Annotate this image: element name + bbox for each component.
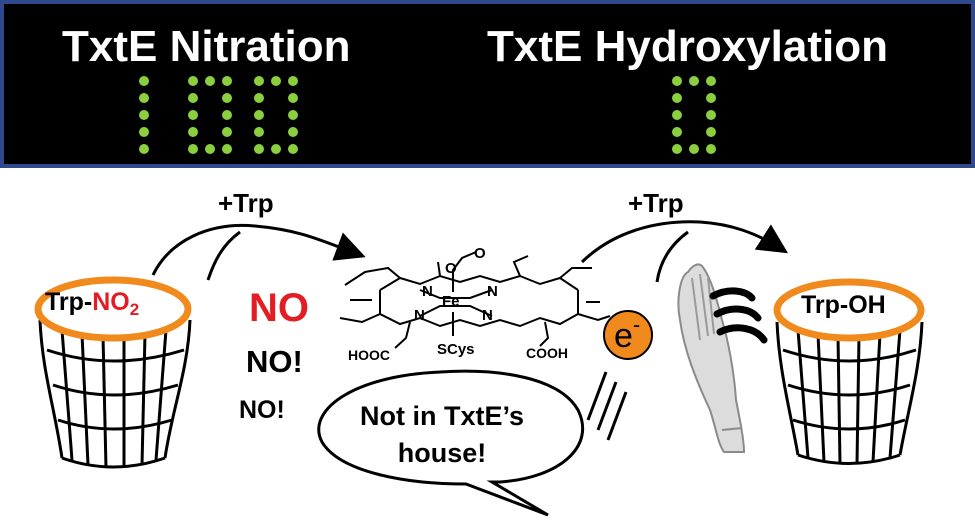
right-arrow: [580, 220, 789, 264]
no2-subscript: 2: [129, 300, 140, 319]
no2-group: NO2: [92, 288, 140, 319]
led-dot: [288, 76, 298, 86]
led-dot: [188, 144, 198, 154]
led-dot: [139, 110, 149, 120]
led-dot: [254, 76, 264, 86]
led-dot: [706, 76, 716, 86]
heme-hooc: HOOC: [348, 347, 390, 363]
rejection-2: NO!: [246, 344, 303, 379]
led-dot: [254, 93, 264, 103]
heme-n2: N: [487, 283, 498, 300]
left-arrow-label: +Trp: [218, 188, 274, 218]
led-dot: [689, 144, 699, 154]
left-basket-rim: [34, 276, 192, 342]
swat-lines: [709, 287, 768, 344]
led-dot: [139, 76, 149, 86]
led-dot: [706, 93, 716, 103]
led-dot: [254, 144, 264, 154]
led-dot: [672, 127, 682, 137]
heme-structure: [339, 251, 611, 349]
glove-icon: [677, 263, 746, 453]
led-dot: [672, 144, 682, 154]
heme-n3: N: [414, 307, 425, 324]
led-dot: [139, 127, 149, 137]
speech-bubble: [317, 369, 585, 517]
led-dot: [188, 76, 198, 86]
led-dot: [205, 76, 215, 86]
electron-charge: -: [632, 312, 641, 337]
led-dot: [188, 110, 198, 120]
led-dot: [222, 127, 232, 137]
led-dot: [689, 76, 699, 86]
trp-oh-label: Trp-OH: [801, 291, 886, 319]
left-arrow-tail: [206, 230, 241, 281]
led-dot: [205, 144, 215, 154]
led-dot: [139, 93, 149, 103]
hydroxylation-title: TxtE Hydroxylation: [487, 22, 888, 71]
electron-label: e-: [614, 312, 640, 356]
led-dot: [188, 93, 198, 103]
led-dot: [222, 144, 232, 154]
led-dot: [706, 127, 716, 137]
motion-lines: [586, 371, 628, 441]
speech-line-1: Not in TxtE’s: [359, 401, 524, 431]
heme-iron: Fe: [442, 293, 460, 310]
heme-oxygen-1: O: [445, 260, 457, 277]
led-dot: [672, 76, 682, 86]
led-dot: [288, 144, 298, 154]
no-group: NO: [92, 288, 130, 316]
heme-cooh: COOH: [526, 345, 568, 361]
speech-bubble-text: Not in TxtE’s house!: [318, 398, 566, 472]
right-arrow-label: +Trp: [628, 188, 684, 218]
led-dot: [288, 110, 298, 120]
heme-oxygen-2: O: [474, 245, 486, 262]
led-dot: [254, 110, 264, 120]
led-dot: [672, 93, 682, 103]
led-dot: [672, 110, 682, 120]
led-dot: [222, 76, 232, 86]
led-dot: [288, 93, 298, 103]
led-dot: [139, 144, 149, 154]
electron-symbol: e: [614, 317, 633, 355]
right-basket: [775, 321, 924, 465]
led-dot: [706, 110, 716, 120]
led-dot: [271, 144, 281, 154]
led-dot: [254, 127, 264, 137]
scoreboard: TxtE Nitration TxtE Hydroxylation: [0, 0, 975, 168]
led-dot: [271, 76, 281, 86]
rejection-1: NO: [249, 286, 309, 330]
led-dot: [188, 127, 198, 137]
electron-ball: [603, 310, 653, 360]
led-dot: [222, 93, 232, 103]
right-arrow-tail: [655, 230, 689, 283]
trp-prefix: Trp-: [45, 288, 93, 316]
rejection-3: NO!: [239, 396, 285, 424]
heme-n1: N: [422, 283, 433, 300]
led-dot: [222, 110, 232, 120]
led-dot: [288, 127, 298, 137]
left-arrow: [151, 223, 366, 276]
trp-no2-label: Trp-NO2: [45, 288, 139, 320]
nitration-title: TxtE Nitration: [62, 22, 351, 71]
right-basket-rim: [773, 278, 925, 342]
heme-n4: N: [482, 307, 493, 324]
led-dot: [706, 144, 716, 154]
heme-scys: SCys: [437, 341, 475, 358]
speech-line-2: house!: [397, 438, 487, 468]
left-basket: [38, 319, 192, 469]
